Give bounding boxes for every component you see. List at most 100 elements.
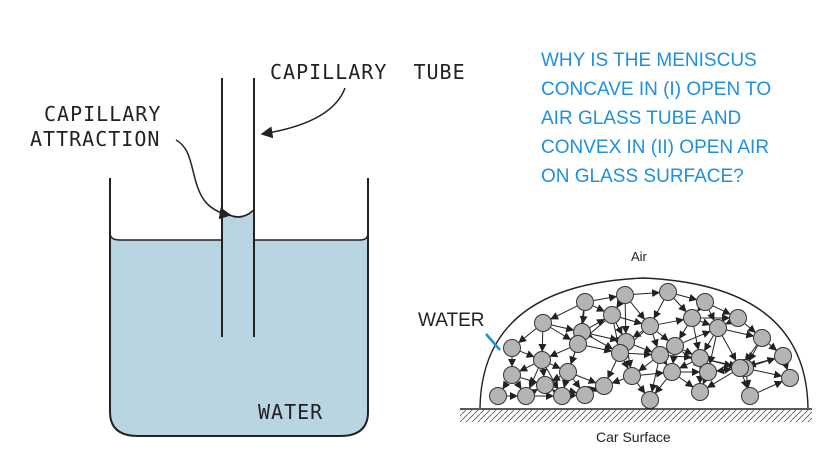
molecule-layer	[489, 283, 799, 409]
force-arrow	[630, 301, 645, 320]
force-arrow	[579, 310, 588, 325]
force-arrow	[549, 361, 561, 369]
water-molecule	[683, 309, 701, 327]
force-arrow	[632, 329, 643, 338]
force-arrow	[692, 326, 701, 351]
beaker-water-surface	[109, 232, 369, 241]
force-arrow	[640, 369, 665, 378]
water-molecule	[651, 346, 669, 364]
force-arrow	[551, 389, 561, 398]
force-arrow	[518, 328, 537, 343]
beaker-water	[110, 233, 368, 436]
beaker-water-label: WATER	[258, 400, 323, 424]
force-arrow	[633, 289, 661, 298]
force-arrow	[520, 376, 538, 385]
force-arrow	[656, 331, 669, 342]
water-molecule	[616, 286, 634, 304]
force-arrow	[708, 359, 733, 368]
question-line: AIR GLASS TUBE AND	[541, 108, 742, 129]
force-arrow	[651, 334, 659, 348]
force-arrow	[589, 318, 606, 328]
force-arrow	[593, 293, 618, 302]
force-arrow	[658, 317, 685, 325]
force-arrow	[550, 327, 572, 340]
force-arrow	[502, 380, 511, 390]
car-surface-label: Car Surface	[596, 429, 671, 445]
force-arrow	[513, 380, 522, 390]
force-arrow	[592, 384, 602, 392]
question-line: WHY IS THE MENISCUS	[541, 50, 757, 71]
force-arrow	[654, 378, 667, 394]
capillary-attraction-label-line2: ATTRACTION	[30, 127, 160, 151]
water-molecule	[659, 283, 677, 301]
force-arrow	[529, 389, 539, 397]
force-arrow	[707, 336, 717, 365]
water-molecule	[709, 319, 727, 337]
water-molecule	[641, 317, 659, 335]
force-arrow	[653, 299, 665, 319]
force-arrow	[768, 342, 777, 351]
force-arrow	[611, 376, 624, 385]
capillary-attraction-pointer	[175, 139, 232, 220]
water-molecule	[489, 387, 507, 405]
force-arrow	[744, 344, 758, 362]
water-molecule	[576, 386, 594, 404]
water-molecule	[691, 383, 709, 401]
force-arrow	[538, 331, 547, 353]
force-arrow	[683, 330, 711, 343]
force-arrow	[716, 366, 733, 374]
force-arrow	[520, 350, 535, 358]
water-molecule	[534, 314, 552, 332]
force-arrow	[697, 303, 706, 312]
force-arrow	[637, 382, 646, 394]
water-molecule	[603, 306, 621, 324]
force-arrow	[781, 361, 789, 371]
water-molecule	[559, 363, 577, 381]
beaker-diagram: CAPILLARY TUBE CAPILLARY ATTRACTION WATE…	[30, 60, 466, 437]
water-molecule	[641, 391, 659, 409]
force-arrow	[740, 376, 749, 389]
force-arrow	[753, 369, 783, 379]
water-molecule	[691, 349, 709, 367]
force-arrow	[700, 318, 711, 326]
water-molecule	[741, 387, 759, 405]
force-arrow	[638, 359, 654, 372]
water-molecule	[553, 387, 571, 405]
force-arrow	[649, 363, 659, 393]
force-arrow	[592, 304, 605, 312]
force-arrow	[704, 335, 714, 352]
force-arrow	[550, 305, 578, 320]
force-arrow	[572, 378, 581, 389]
beaker-outline	[109, 178, 369, 437]
force-arrow	[620, 317, 643, 326]
capillary-tube-label: CAPILLARY TUBE	[270, 60, 466, 84]
force-arrow	[549, 347, 570, 358]
car-surface-hatch	[460, 410, 812, 422]
force-arrow	[659, 356, 668, 366]
water-molecule	[729, 309, 747, 327]
water-molecule	[611, 344, 629, 362]
question-line: ON GLASS SURFACE?	[541, 166, 744, 187]
force-arrow	[668, 352, 693, 361]
water-molecule	[595, 377, 613, 395]
water-molecule	[503, 366, 521, 384]
force-arrow	[576, 374, 597, 384]
force-arrow	[706, 372, 733, 388]
question-line: CONVEX IN (II) OPEN AIR	[541, 137, 770, 158]
water-molecule	[503, 339, 521, 357]
water-molecule	[536, 376, 554, 394]
force-arrow	[676, 293, 698, 302]
force-arrow	[586, 345, 613, 354]
force-arrow	[616, 299, 625, 309]
water-molecule	[731, 359, 749, 377]
capillary-attraction-label-line1: CAPILLARY	[44, 102, 161, 126]
force-arrow	[679, 376, 694, 388]
water-molecule	[666, 337, 684, 355]
force-arrow	[615, 322, 623, 335]
force-arrow	[562, 379, 570, 389]
water-molecule	[569, 335, 587, 353]
droplet-water-pointer	[485, 333, 501, 351]
force-arrow	[569, 352, 578, 365]
force-arrow	[712, 305, 731, 315]
